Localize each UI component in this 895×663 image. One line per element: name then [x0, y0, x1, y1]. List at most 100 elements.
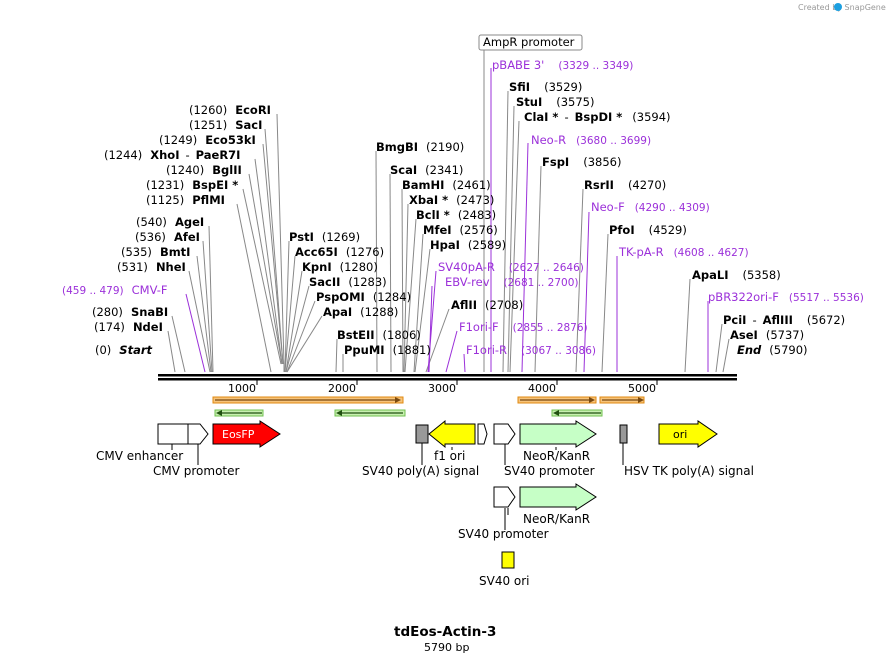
primer-name: Neo-R: [531, 133, 566, 147]
primer-range: (2681 .. 2700): [504, 277, 579, 289]
site-name-2: BspDI *: [575, 110, 623, 124]
feature-labels: CMV enhancer CMV promoter SV40 poly(A) s…: [96, 449, 754, 588]
primer-name: pBR322ori-F: [708, 290, 779, 304]
feature-sv40-ori: [501, 551, 515, 569]
svg-text:AseI(5737): AseI (5737): [730, 328, 804, 342]
site-pos: (1280): [340, 260, 378, 274]
primer-name: F1ori-R: [466, 343, 507, 357]
ruler-tick-label: 2000: [328, 382, 356, 395]
site-name: AflII: [451, 298, 477, 312]
primer-name: SV40pA-R: [438, 260, 495, 274]
site-name-2: PaeR7I: [196, 148, 241, 162]
primer-range: (459 .. 479): [62, 285, 124, 297]
site-name: PpuMI: [344, 343, 385, 357]
svg-text:(280)SnaBI: (280)SnaBI: [92, 305, 168, 319]
svg-text:PstI(1269): PstI(1269): [289, 230, 360, 244]
svg-text:PpuMI(1881): PpuMI(1881): [344, 343, 431, 357]
feature-cmv-promoter: [187, 423, 209, 445]
orf-arrows: [212, 396, 645, 417]
site-name: PciI: [723, 313, 746, 327]
svg-text:XbaI *(2473): XbaI *(2473): [409, 193, 494, 207]
site-pos: (3575): [556, 95, 594, 109]
site-pos: (1251): [189, 118, 227, 132]
site-pos: (2341): [425, 163, 463, 177]
svg-text:KpnI(1280): KpnI(1280): [302, 260, 378, 274]
svg-text:(1240)BglII: (1240)BglII: [166, 163, 242, 177]
site-pos: (2589): [468, 238, 506, 252]
primer-name: TK-pA-R: [618, 245, 664, 259]
primer-name: pBABE 3': [492, 58, 544, 72]
feature-sv40-polya: [415, 424, 429, 444]
feature-ori: ori: [658, 420, 718, 448]
site-pos: (3529): [544, 80, 582, 94]
svg-text:RsrII(4270): RsrII(4270): [584, 178, 666, 192]
svg-text:(536)AfeI: (536) AfeI: [135, 230, 200, 244]
site-pos: (4270): [628, 178, 666, 192]
svg-text:(535)BmtI: (535)BmtI: [121, 245, 190, 259]
site-name: BglII: [212, 163, 242, 177]
site-name: AgeI: [175, 215, 204, 229]
site-name: Acc65I: [295, 245, 338, 259]
svg-text:(1251)SacI: (1251)SacI: [189, 118, 262, 132]
site-name: ApaLI: [692, 268, 729, 282]
svg-text:pBR322ori-F(5517 .. 5536): pBR322ori-F (5517 .. 5536): [708, 290, 864, 304]
site-labels: (1260)EcoRI (1251)SacI (1249)Eco53kI (12…: [92, 80, 845, 357]
svg-text:StuI(3575): StuI(3575): [516, 95, 595, 109]
site-name: PstI: [289, 230, 314, 244]
ampr-promoter-label: AmpR promoter: [483, 35, 575, 49]
site-pos: (1249): [159, 133, 197, 147]
svg-text:Neo-R(3680 .. 3699): Neo-R (3680 .. 3699): [531, 133, 651, 147]
site-pos: (1260): [189, 103, 227, 117]
site-pos: (5358): [743, 268, 781, 282]
ruler-tick-label: 3000: [428, 382, 456, 395]
primer-range: (3680 .. 3699): [576, 135, 651, 147]
end-label: End: [737, 343, 762, 357]
site-pos: (2190): [426, 140, 464, 154]
svg-text:Neo-F(4290 .. 4309): Neo-F(4290 .. 4309): [591, 200, 710, 214]
primer-range: (5517 .. 5536): [789, 292, 864, 304]
site-pos: (535): [121, 245, 152, 259]
sv40-ori-label: SV40 ori: [479, 574, 530, 588]
site-pos: (2483): [458, 208, 496, 222]
site-pos: (1231): [146, 178, 184, 192]
site-name: BspEI *: [192, 178, 238, 192]
svg-text:BamHI(2461): BamHI(2461): [402, 178, 491, 192]
site-pos: (2576): [460, 223, 498, 237]
svg-text:End(5790): End(5790): [737, 343, 808, 357]
site-name: NdeI: [133, 320, 163, 334]
site-pos: (531): [117, 260, 148, 274]
site-pos: (1284): [373, 290, 411, 304]
svg-text:PspOMI(1284): PspOMI(1284): [316, 290, 411, 304]
svg-text:BclI *(2483): BclI *(2483): [416, 208, 496, 222]
ruler-tick-label: 5000: [628, 382, 656, 395]
svg-text:(1244)XhoI-PaeR7I: (1244)XhoI-PaeR7I: [104, 148, 240, 162]
feature-cmv-enhancer: [157, 423, 189, 445]
site-name: AfeI: [174, 230, 200, 244]
site-name: EcoRI: [235, 103, 271, 117]
site-name: PflMI: [192, 193, 225, 207]
primer-range: (2627 .. 2646): [509, 262, 584, 274]
feature-sv40-promoter: [493, 423, 516, 445]
map-length: 5790 bp: [424, 641, 469, 654]
feature-neor-2: [519, 483, 597, 511]
svg-text:ScaI(2341): ScaI(2341): [390, 163, 463, 177]
site-name: SnaBI: [131, 305, 168, 319]
svg-text:TK-pA-R(4608 .. 4627): TK-pA-R(4608 .. 4627): [618, 245, 749, 259]
site-name: HpaI: [430, 238, 460, 252]
ori-label: ori: [673, 428, 687, 441]
snapgene-logo-icon: [834, 3, 842, 11]
site-name: BmgBI: [376, 140, 418, 154]
site-name: XbaI *: [409, 193, 448, 207]
site-name: SacII: [309, 275, 340, 289]
site-name: AseI: [730, 328, 758, 342]
site-pos: (536): [135, 230, 166, 244]
svg-text:ClaI *-BspDI *(3594): ClaI *-BspDI *(3594): [524, 110, 671, 124]
primer-name: F1ori-F: [459, 320, 499, 334]
site-pos: (5737): [766, 328, 804, 342]
svg-text:(1260)EcoRI: (1260) EcoRI: [189, 103, 271, 117]
site-pos: (5672): [807, 313, 845, 327]
svg-text:MfeI(2576): MfeI(2576): [423, 223, 498, 237]
feature-eosfp: EosFP: [212, 420, 281, 448]
site-pos: (1806): [383, 328, 421, 342]
